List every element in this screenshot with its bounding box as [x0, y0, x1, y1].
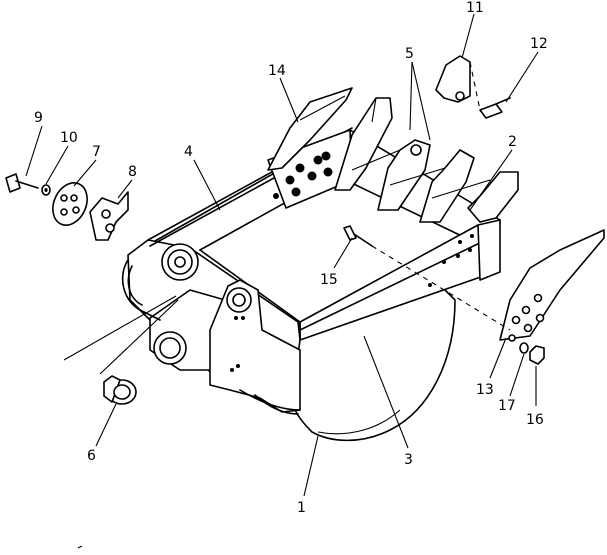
linkage-bosses	[121, 243, 301, 415]
bolt-9	[5, 173, 39, 193]
callout-11: 11	[466, 0, 484, 16]
tooth-assembly	[334, 97, 519, 223]
callout-6: 6	[87, 448, 96, 464]
callout-4: 4	[184, 144, 193, 160]
callout-10: 10	[60, 130, 78, 146]
callout-3: 3	[404, 452, 413, 468]
wear-strip-bolts	[273, 151, 333, 199]
callout-7: 7	[92, 144, 101, 160]
shim-plate-7	[52, 182, 88, 226]
callout-9: 9	[34, 110, 43, 126]
alignment-line-15	[371, 245, 511, 331]
callout-5: 5	[405, 46, 414, 62]
callout-2: 2	[508, 134, 517, 150]
callout-17: 17	[498, 398, 516, 414]
stray-mark	[77, 545, 83, 549]
tooth-bolt	[479, 97, 511, 119]
washer-10	[41, 184, 51, 196]
washer-17	[519, 342, 529, 354]
callout-8: 8	[128, 164, 137, 180]
tooth-pin	[435, 55, 471, 103]
callout-16: 16	[526, 412, 544, 428]
spacer-8	[89, 191, 129, 241]
nut-16	[529, 345, 545, 365]
callout-labels: 1 2 3 4 5 6 7 8 9 10 11 12 13 14 15 16 1…	[34, 0, 548, 516]
callout-15: 15	[320, 272, 338, 288]
leader-lines	[25, 13, 539, 497]
callout-12: 12	[530, 36, 548, 52]
bolt-15	[343, 225, 373, 247]
bushing-6	[103, 375, 137, 405]
alignment-line-11-12	[469, 61, 481, 111]
callout-1: 1	[297, 500, 306, 516]
callout-13: 13	[476, 382, 494, 398]
side-cutter-right	[499, 229, 605, 342]
side-cutter-left	[267, 87, 353, 171]
callout-14: 14	[268, 63, 286, 79]
